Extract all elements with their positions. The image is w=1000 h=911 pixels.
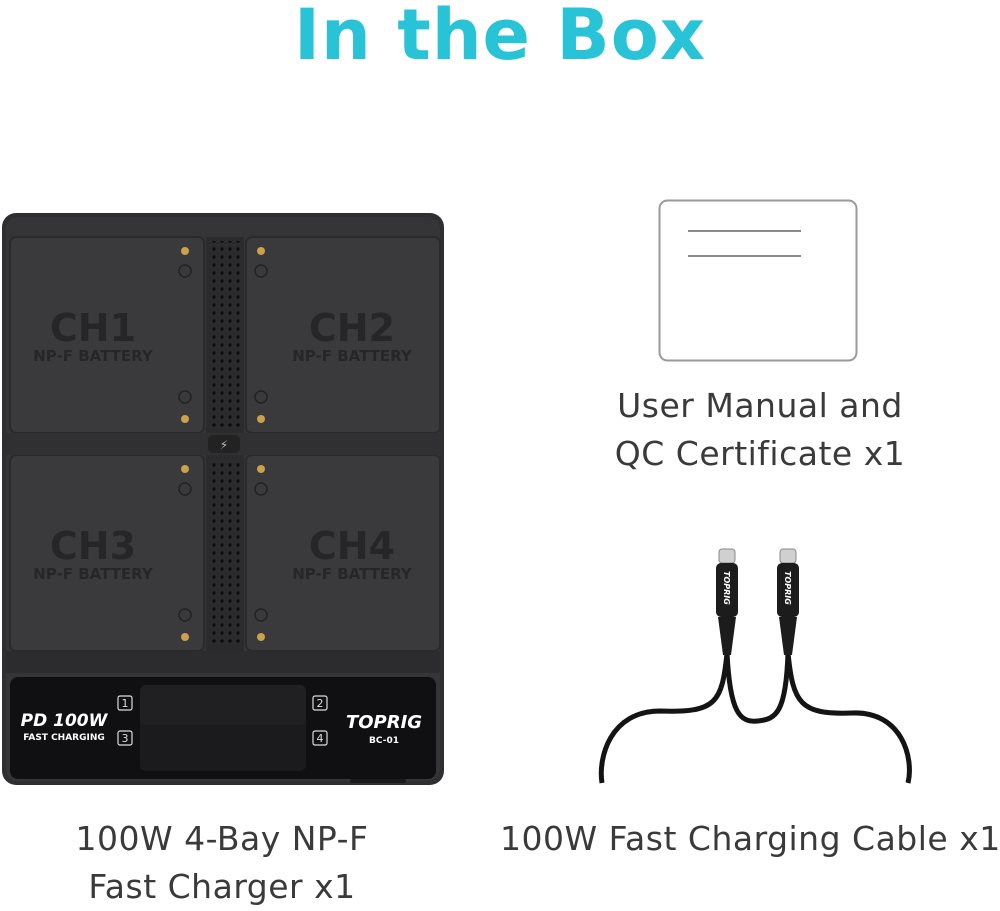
cable-brand-left: TOPRIG	[722, 571, 731, 605]
indicator-4: 4	[317, 732, 324, 745]
charger-caption-line1: 100W 4-Bay NP-F	[75, 819, 369, 858]
manual-caption-line1: User Manual and	[617, 386, 903, 425]
indicator-1: 1	[122, 697, 129, 710]
power-label: PD 100W	[21, 711, 109, 731]
brand-logo: TOPRIG	[346, 712, 422, 733]
bay-3-battery: NP-F BATTERY	[33, 565, 154, 583]
charger-caption: 100W 4-Bay NP-F Fast Charger x1	[22, 815, 422, 911]
bay-4-channel: CH4	[309, 524, 395, 568]
manual-caption: User Manual and QC Certificate x1	[560, 382, 960, 478]
bay-1-channel: CH1	[50, 306, 136, 350]
indicator-3: 3	[122, 732, 129, 745]
fast-charging-label: FAST CHARGING	[23, 733, 105, 743]
model-label: BC-01	[369, 736, 399, 746]
bay-1-battery: NP-F BATTERY	[33, 347, 154, 365]
document-icon	[658, 199, 858, 362]
usb-c-cable-image: TOPRIG TOPRIG	[598, 548, 912, 784]
charger-image: ⚡ CH1 NP-F BATTERY CH2 NP-F BATTERY CH3 …	[2, 213, 444, 785]
page-title: In the Box	[294, 0, 706, 76]
bay-3-channel: CH3	[50, 524, 136, 568]
cable-caption: 100W Fast Charging Cable x1	[500, 819, 1000, 858]
manual-caption-line2: QC Certificate x1	[614, 434, 906, 473]
indicator-2: 2	[317, 697, 324, 710]
cable-brand-right: TOPRIG	[783, 571, 792, 605]
charger-caption-line2: Fast Charger x1	[88, 867, 356, 906]
bay-2-channel: CH2	[309, 306, 395, 350]
bay-4-battery: NP-F BATTERY	[292, 565, 413, 583]
svg-text:⚡: ⚡	[220, 438, 228, 452]
bay-2-battery: NP-F BATTERY	[292, 347, 413, 365]
